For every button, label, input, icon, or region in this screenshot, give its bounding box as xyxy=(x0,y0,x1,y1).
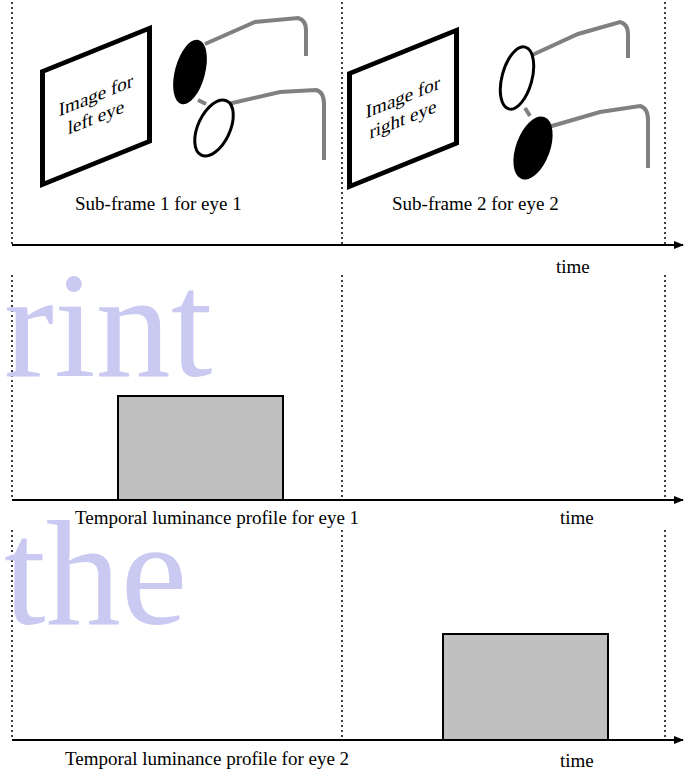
profile-caption: Temporal luminance profile for eye 2 xyxy=(65,748,349,771)
shutter-glasses xyxy=(168,18,324,162)
display-screen: Image for right eye xyxy=(347,27,459,190)
watermark: rint xyxy=(4,250,212,400)
shutter-glasses xyxy=(494,22,648,184)
frame-caption: Sub-frame 1 for eye 1 xyxy=(75,193,242,216)
frame-caption: Sub-frame 2 for eye 2 xyxy=(392,193,559,216)
watermark: the xyxy=(4,498,187,648)
axis-label: time xyxy=(560,507,594,530)
axis-label: time xyxy=(556,256,590,279)
luminance-pulse xyxy=(443,634,608,740)
luminance-pulse xyxy=(118,396,283,500)
axis-label: time xyxy=(560,750,594,773)
screen-text: Image for right eye xyxy=(361,70,445,148)
display-screen: Image for left eye xyxy=(40,25,152,188)
screen-text: Image for left eye xyxy=(54,68,138,146)
